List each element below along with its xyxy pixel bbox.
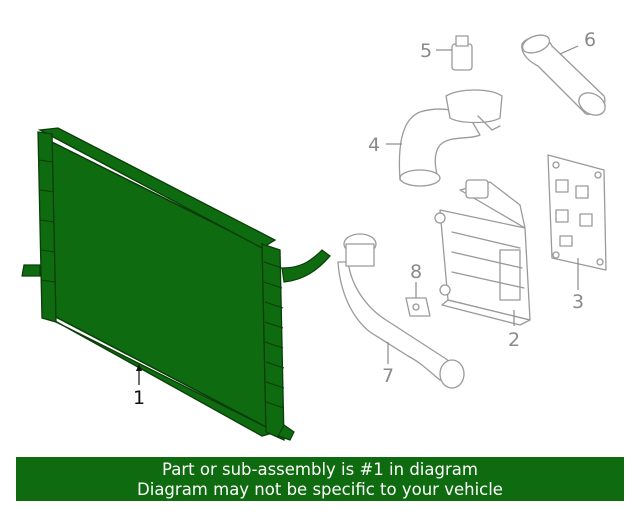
banner-line-1: Part or sub-assembly is #1 in diagram <box>162 460 478 479</box>
clip-part-8[interactable] <box>405 297 431 317</box>
callout-5[interactable]: 5 <box>420 40 432 62</box>
banner-line-2: Diagram may not be specific to your vehi… <box>137 480 503 499</box>
callout-7[interactable]: 7 <box>382 365 394 387</box>
intake-duct-part-4[interactable] <box>398 89 503 187</box>
callout-4[interactable]: 4 <box>368 134 380 156</box>
charge-hose-part-7[interactable] <box>337 233 465 389</box>
callout-1[interactable]: 1 <box>133 387 145 409</box>
callout-3[interactable]: 3 <box>572 291 584 313</box>
callout-6[interactable]: 6 <box>584 29 596 51</box>
bracket-part-3[interactable] <box>547 154 607 271</box>
disclaimer-banner: Part or sub-assembly is #1 in diagram Di… <box>16 457 624 501</box>
sensor-part-5[interactable] <box>451 35 473 71</box>
arrow-1-icon <box>136 364 142 371</box>
callout-8[interactable]: 8 <box>410 261 422 283</box>
leader-6 <box>559 45 579 55</box>
hose-part-6[interactable] <box>520 32 609 120</box>
radiator-part-1[interactable] <box>21 127 331 442</box>
callout-2[interactable]: 2 <box>508 329 520 351</box>
intercooler-part-2[interactable] <box>434 179 531 326</box>
